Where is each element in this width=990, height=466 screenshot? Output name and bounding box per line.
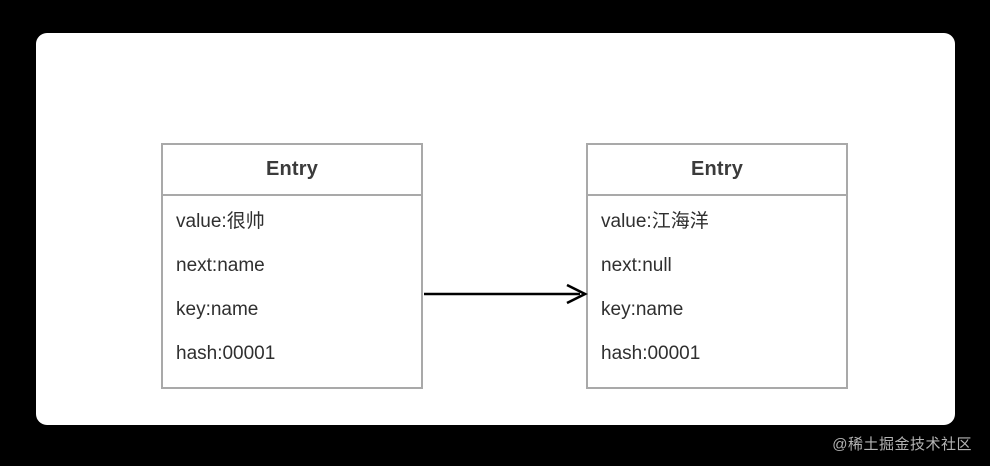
arrow-icon [424, 283, 588, 305]
entry-node-left-title: Entry [265, 158, 319, 180]
entry-node-right-body: value:江海洋 next:null key:name hash:00001 [588, 196, 846, 388]
watermark-label: @稀土掘金技术社区 [832, 436, 972, 453]
entry-node-left-field-key: key:name [176, 299, 259, 320]
entry-node-right-title: Entry [690, 158, 744, 180]
entry-node-left-field-value: value:很帅 [176, 211, 265, 232]
entry-node-left-field-next: next:name [176, 255, 265, 276]
entry-node-right-field-next: next:null [601, 255, 672, 276]
entry-node-right-field-key: key:name [601, 299, 684, 320]
entry-node-left-header: Entry [163, 145, 421, 196]
entry-node-right: Entry value:江海洋 next:null key:name hash:… [586, 143, 848, 389]
entry-node-right-header: Entry [588, 145, 846, 196]
diagram-card: Entry value:很帅 next:name key:name hash:0… [36, 33, 955, 425]
entry-node-right-field-value: value:江海洋 [601, 211, 709, 232]
entry-node-left-body: value:很帅 next:name key:name hash:00001 [163, 196, 421, 388]
entry-node-right-field-hash: hash:00001 [601, 343, 701, 364]
arrow-head [566, 283, 588, 305]
entry-node-left-field-hash: hash:00001 [176, 343, 276, 364]
entry-node-left: Entry value:很帅 next:name key:name hash:0… [161, 143, 423, 389]
